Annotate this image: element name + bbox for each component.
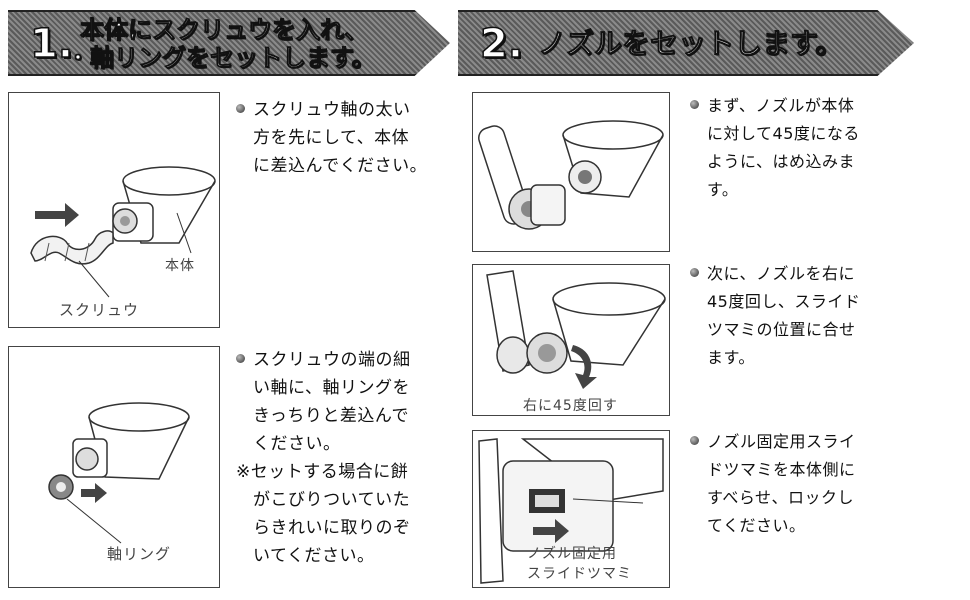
step2-a-line: に対して45度になる [707,124,860,143]
step1-note-line: いてください。 [253,546,375,566]
step1-a-line: に差込んでください。 [253,156,428,176]
step2-b-line: 45度回し、スライド [707,292,861,311]
caption-ring: 軸リング [107,545,172,563]
bullet-icon [236,354,245,363]
step2-illustration-nozzle-rotate: 右に45度回す [472,264,670,416]
step2-b-line: ます。 [707,348,755,367]
step1-title-line1: 本体にスクリュウを入れ、 [79,16,369,45]
step1-title-line2: ・軸リングをセットします。 [66,44,377,73]
step1-b-line: きっちりと差込んで [253,406,409,426]
caption-slide-line1: ノズル固定用 [527,546,617,562]
caption-body: 本体 [165,258,195,274]
step1-b-line: ください。 [253,434,341,454]
step1-text-b: スクリュウの端の細 い軸に、軸リングを きっちりと差込んで ください。 ※セット… [236,346,411,570]
step1-text-a: スクリュウ軸の太い 方を先にして、本体 に差込んでください。 [236,96,427,180]
step2-banner: 2. ノズルをセットします。 [458,10,914,76]
bullet-icon [236,104,245,113]
caption-screw: スクリュウ [59,301,140,319]
nozzle-insert-drawing [478,120,664,230]
step2-a-line: す。 [707,180,739,199]
bullet-icon [690,100,699,109]
bullet-icon [690,436,699,445]
step1-b-line: い軸に、軸リングを [253,378,410,398]
step2-b-line: 次に、ノズルを右に [707,264,856,283]
nozzle-lock-drawing [478,438,664,584]
step1-note-line: らきれいに取りのぞ [253,518,411,538]
step2-text-a: まず、ノズルが本体 に対して45度になる ように、はめ込みま す。 [690,92,860,204]
step2-b-line: ツマミの位置に合せ [707,320,856,339]
step2-text-b: 次に、ノズルを右に 45度回し、スライド ツマミの位置に合せ ます。 [690,260,860,372]
step1-banner: 1. 本体にスクリュウを入れ、 ・軸リングをセットします。 [8,10,450,76]
step1-note-line: ※セットする場合に餅 [236,462,409,482]
step2-illustration-nozzle-insert [472,92,670,252]
nozzle-rotate-drawing [486,270,666,389]
step2-c-line: ノズル固定用スライ [707,432,856,451]
step1-a-line: スクリュウ軸の太い [253,100,411,120]
step2-a-line: ように、はめ込みま [707,152,856,171]
step1-b-line: スクリュウの端の細 [253,350,411,370]
step1-number: 1. [29,21,74,67]
step2-number: 2. [479,21,524,67]
step2-a-line: まず、ノズルが本体 [707,96,855,115]
ring-insertion-drawing [48,402,190,544]
step2-illustration-nozzle-lock: ノズル固定用 スライドツマミ [472,430,670,588]
step2-c-line: てください。 [707,516,806,535]
caption-rotate: 右に45度回す [523,398,618,414]
step2-title: ノズルをセットします。 [537,27,844,60]
step1-note-line: がこびりついていた [253,490,411,510]
screw-insertion-drawing [30,166,216,298]
step2-c-line: ドツマミを本体側に [707,460,856,479]
bullet-icon [690,268,699,277]
step1-a-line: 方を先にして、本体 [253,128,410,148]
caption-slide-line2: スライドツマミ [527,566,632,582]
step2-text-c: ノズル固定用スライ ドツマミを本体側に すべらせ、ロックし てください。 [690,428,856,540]
step2-c-line: すべらせ、ロックし [707,488,855,507]
step1-illustration-screw: 本体 スクリュウ [8,92,220,328]
step1-illustration-ring: 軸リング [8,346,220,588]
